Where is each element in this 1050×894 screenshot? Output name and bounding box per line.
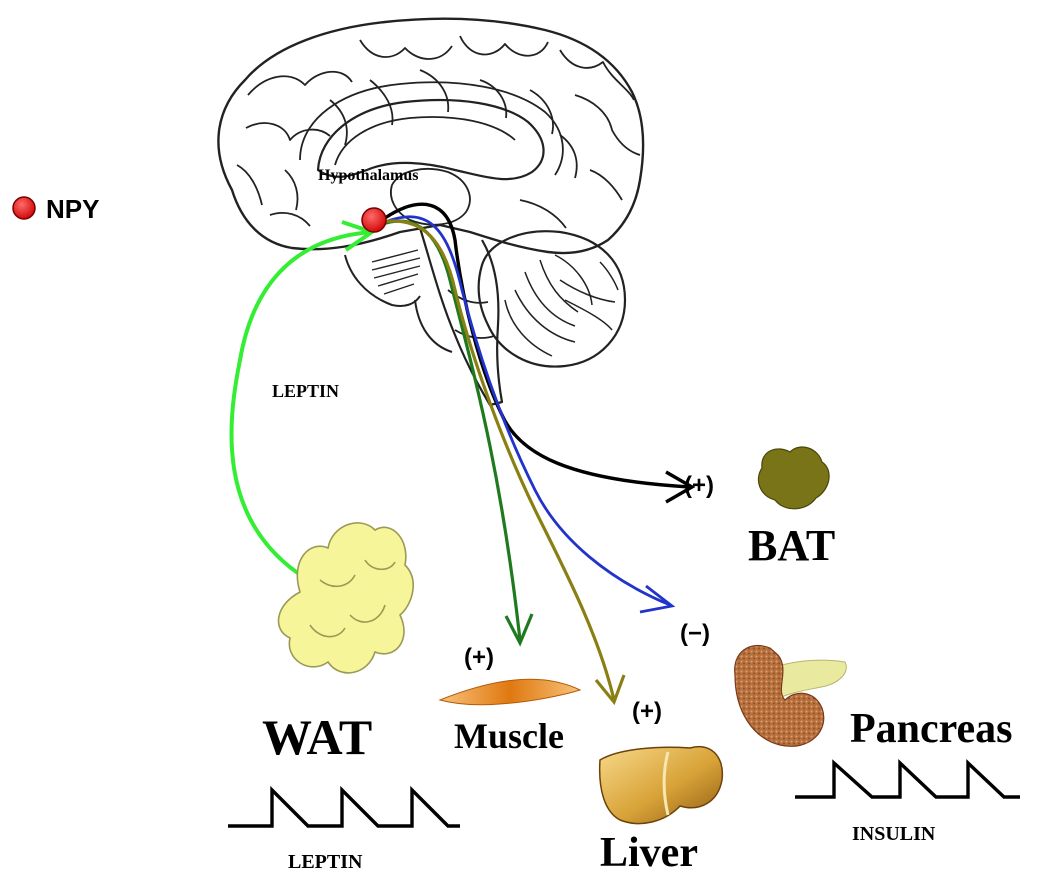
thalamus — [390, 168, 471, 226]
wat-illustration — [277, 522, 414, 674]
pancreas-rhythm-label: INSULIN — [852, 823, 936, 845]
bat-effect-label: (+) — [684, 472, 714, 499]
liver-pathway — [381, 219, 616, 701]
muscle-label: Muscle — [454, 716, 564, 756]
gyri — [236, 35, 641, 229]
leptin-signal-label: LEPTIN — [272, 381, 340, 401]
liver-label: Liver — [600, 830, 698, 876]
brain-illustration — [217, 17, 645, 407]
pituitary-hatching — [371, 249, 421, 295]
npy-neuron-marker — [361, 207, 387, 233]
muscle-effect-label: (+) — [464, 644, 494, 671]
bat-pathway — [384, 202, 691, 489]
cerebellum — [477, 230, 627, 368]
pancreas-illustration — [734, 644, 847, 747]
pancreas-effect-label: (−) — [680, 620, 710, 647]
bat-label: BAT — [748, 521, 836, 570]
npy-legend-label: NPY — [46, 194, 100, 224]
wat-label: WAT — [262, 709, 373, 765]
bat-illustration — [757, 446, 830, 510]
pons — [414, 299, 453, 353]
pancreas-arrowhead — [639, 584, 676, 614]
wat-rhythm-label: LEPTIN — [288, 851, 363, 873]
muscle-illustration — [438, 678, 582, 706]
hypothalamus-label: Hypothalamus — [318, 167, 419, 184]
leptin-feedback-pathway — [229, 230, 373, 580]
cerebrum-outline — [217, 17, 645, 255]
pancreas-label: Pancreas — [850, 706, 1013, 752]
corpus-callosum — [316, 98, 545, 181]
pancreas-insulin-rhythm — [795, 759, 1020, 799]
muscle-arrowhead — [504, 613, 534, 647]
liver-arrowhead — [594, 674, 626, 706]
liver-illustration — [598, 745, 724, 825]
liver-effect-label: (+) — [632, 698, 662, 725]
pancreas-pathway — [384, 215, 671, 607]
npy-legend-marker — [12, 196, 36, 220]
wat-leptin-rhythm — [228, 785, 460, 828]
bat-arrowhead — [665, 470, 696, 504]
